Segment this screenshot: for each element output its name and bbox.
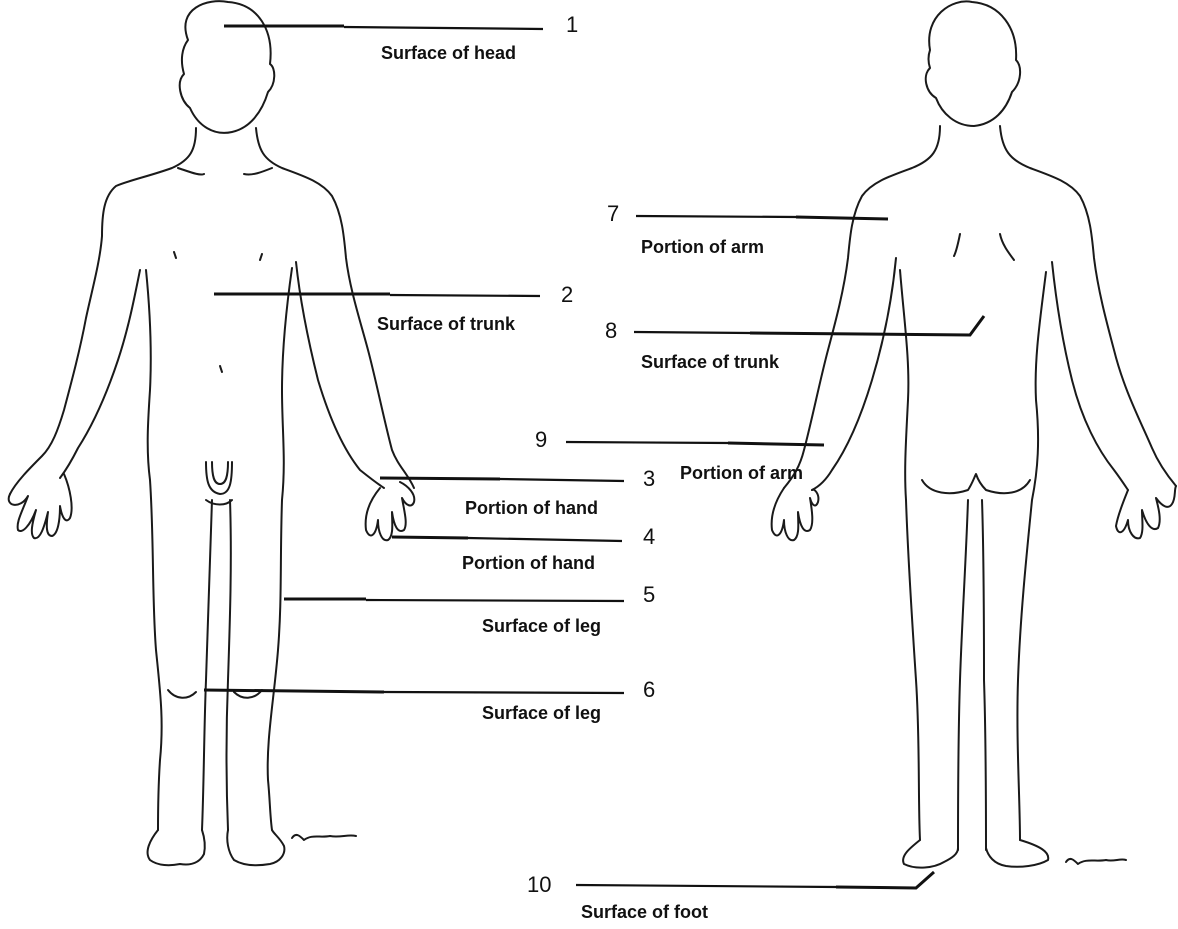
front-right-hand bbox=[366, 482, 415, 540]
site-label-5: Surface of leg bbox=[482, 616, 601, 636]
back-torso-right bbox=[1000, 126, 1176, 486]
back-torso-left bbox=[784, 126, 940, 488]
back-right-foot bbox=[986, 840, 1048, 867]
front-nipple-right bbox=[260, 254, 262, 260]
site-label-3: Portion of hand bbox=[465, 498, 598, 518]
leader-8 bbox=[634, 332, 750, 333]
back-right-inner-arm bbox=[1052, 262, 1128, 490]
leader-9 bbox=[566, 442, 728, 443]
site-label-4: Portion of hand bbox=[462, 553, 595, 573]
leader-4-ext bbox=[468, 538, 622, 541]
site-label-9: Portion of arm bbox=[680, 463, 803, 483]
leader-3 bbox=[380, 478, 500, 479]
back-right-hand bbox=[1116, 486, 1176, 538]
site-number-5: 5 bbox=[643, 582, 655, 607]
site-number-1: 1 bbox=[566, 12, 578, 37]
front-torso-left bbox=[10, 128, 196, 494]
site-number-9: 9 bbox=[535, 427, 547, 452]
leader-7-heavy bbox=[796, 217, 888, 219]
back-scapulae bbox=[954, 234, 1014, 260]
leader-3-ext bbox=[500, 479, 624, 481]
site-labels: Surface of head Surface of trunk Portion… bbox=[377, 43, 803, 922]
leader-6 bbox=[204, 690, 384, 692]
site-number-7: 7 bbox=[607, 201, 619, 226]
front-right-inner-leg bbox=[227, 500, 231, 830]
site-number-6: 6 bbox=[643, 677, 655, 702]
front-genitals bbox=[206, 462, 232, 494]
front-left-hand bbox=[9, 474, 72, 538]
front-crotch bbox=[206, 500, 232, 505]
back-buttocks bbox=[922, 474, 1030, 493]
site-label-2: Surface of trunk bbox=[377, 314, 516, 334]
front-clavicle bbox=[178, 168, 272, 175]
front-torso-right bbox=[256, 128, 414, 488]
leader-1-ext bbox=[344, 27, 543, 29]
front-left-inner-arm bbox=[60, 270, 140, 478]
back-right-inner-leg bbox=[982, 500, 986, 850]
front-left-knee bbox=[168, 690, 196, 698]
leader-6-ext bbox=[384, 692, 624, 693]
site-label-8: Surface of trunk bbox=[641, 352, 780, 372]
front-left-foot bbox=[148, 830, 205, 865]
site-label-6: Surface of leg bbox=[482, 703, 601, 723]
site-number-8: 8 bbox=[605, 318, 617, 343]
site-number-4: 4 bbox=[643, 524, 655, 549]
leader-10-heavy bbox=[836, 872, 934, 888]
site-numbers: 1 2 3 4 5 6 7 8 9 10 bbox=[527, 12, 655, 897]
leader-7 bbox=[636, 216, 796, 217]
site-label-10: Surface of foot bbox=[581, 902, 708, 922]
front-left-inner-leg bbox=[202, 500, 212, 830]
back-left-trunk bbox=[900, 270, 920, 840]
leader-lines bbox=[204, 26, 984, 888]
site-number-10: 10 bbox=[527, 872, 551, 897]
leader-8-heavy bbox=[750, 316, 984, 335]
back-signature bbox=[1066, 859, 1126, 864]
site-number-2: 2 bbox=[561, 282, 573, 307]
leader-10 bbox=[576, 885, 836, 887]
site-label-1: Surface of head bbox=[381, 43, 516, 63]
front-left-trunk bbox=[146, 270, 162, 830]
front-right-trunk bbox=[268, 268, 292, 830]
front-figure bbox=[9, 1, 415, 865]
back-left-foot bbox=[903, 840, 958, 868]
front-nipple-left bbox=[174, 252, 176, 258]
site-number-3: 3 bbox=[643, 466, 655, 491]
front-right-inner-arm bbox=[296, 262, 384, 488]
leader-9-heavy bbox=[728, 443, 824, 445]
leader-2-ext bbox=[390, 295, 540, 296]
back-left-inner-arm bbox=[812, 258, 896, 490]
front-navel bbox=[220, 366, 222, 372]
back-head bbox=[926, 1, 1020, 126]
front-right-foot bbox=[227, 830, 284, 865]
back-figure bbox=[772, 1, 1176, 867]
site-label-7: Portion of arm bbox=[641, 237, 764, 257]
leader-5-ext bbox=[366, 600, 624, 601]
back-left-hand bbox=[772, 488, 819, 540]
back-right-trunk bbox=[1017, 272, 1046, 840]
back-left-inner-leg bbox=[958, 500, 968, 850]
leader-4 bbox=[392, 537, 468, 538]
front-head bbox=[180, 1, 275, 133]
front-signature bbox=[292, 835, 356, 840]
